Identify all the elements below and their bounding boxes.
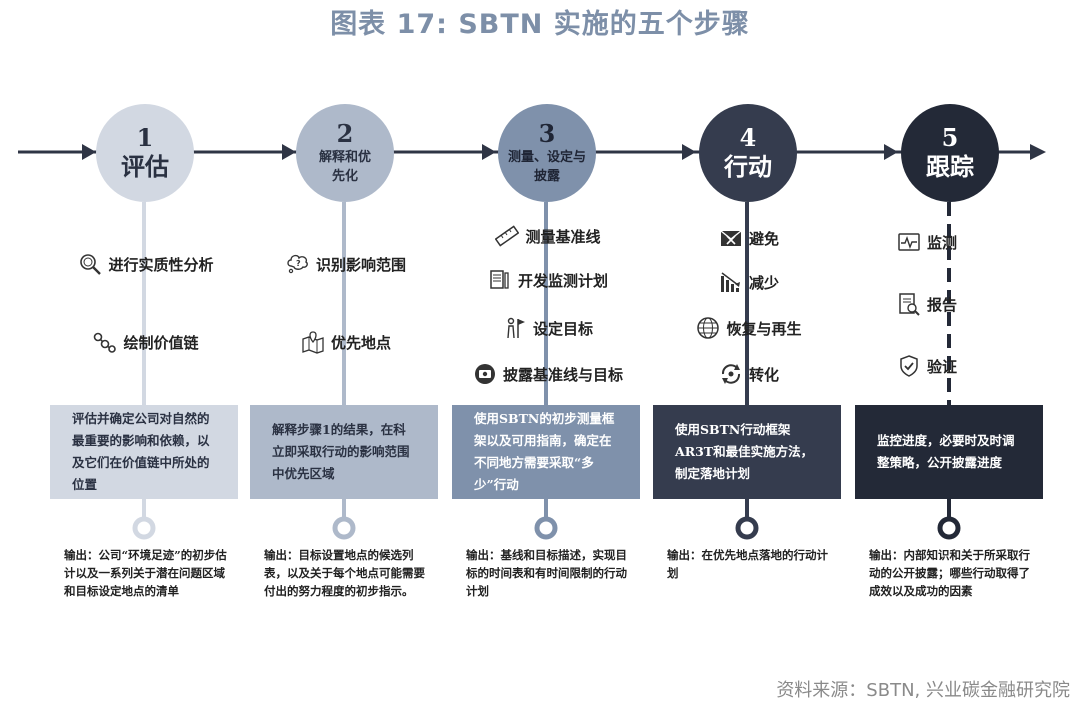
step-label: 测量、设定与披露 <box>507 150 586 184</box>
step-1: 1 评估 进行实质性分析 绘制价值链 评估并确定公司对自然的最重要的影响和依赖，… <box>46 0 246 712</box>
step-item: 进行实质性分析 <box>46 252 246 276</box>
step-item: 减少 <box>649 270 849 294</box>
output-label: 输出： <box>667 548 702 562</box>
avoid-mail-icon <box>720 230 742 246</box>
step-number: 3 <box>538 119 556 148</box>
page-title: 图表 17: SBTN 实施的五个步骤 <box>330 9 750 40</box>
step-item-label: 披露基准线与目标 <box>502 365 623 384</box>
step-item: 设定目标 <box>448 316 648 340</box>
verify-shield-icon <box>900 355 918 377</box>
output-text: 目标设置地点的候选列表，以及关于每个地点可能需要付出的努力程度的初步指示。 <box>264 548 425 598</box>
step-item: 绘制价值链 <box>46 330 246 354</box>
plan-document-icon <box>490 270 509 289</box>
step-description: 评估并确定公司对自然的最重要的影响和依赖，以及它们在价值链中所处的位置 <box>50 405 238 499</box>
step-item: 避免 <box>649 226 849 250</box>
step-number: 1 <box>136 123 154 152</box>
step-label: 评估 <box>121 152 169 181</box>
step-number: 2 <box>336 119 354 148</box>
step-item-label: 识别影响范围 <box>315 255 406 274</box>
step-item-label: 验证 <box>927 357 958 376</box>
output-text: 基线和目标描述，实现目标的时间表和有时间限制的行动计划 <box>466 548 627 598</box>
map-pin-icon <box>302 331 324 354</box>
output-label: 输出： <box>869 548 904 562</box>
step-output: 输出：内部知识和关于所采取行动的公开披露；哪些行动取得了成效以及成功的因素 <box>869 546 1039 600</box>
step-description: 使用SBTN的初步测量框架以及可用指南，确定在不同地方需要采取“多少”行动 <box>452 405 640 499</box>
value-chain-icon <box>94 332 117 353</box>
step-item-label: 优先地点 <box>330 333 391 352</box>
step-description: 使用SBTN行动框架AR3T和最佳实施方法，制定落地计划 <box>653 405 841 499</box>
step-item-label: 转化 <box>748 365 779 384</box>
step-item-label: 开发监测计划 <box>517 271 608 290</box>
globe-icon <box>697 317 720 339</box>
step-item: 测量基准线 <box>448 224 648 248</box>
ruler-icon <box>495 225 520 247</box>
transform-cycle-icon <box>721 364 740 384</box>
step-item-label: 报告 <box>927 295 958 314</box>
step-2: 2 解释和优先化 ? 识别影响范围 优先地点 解释步骤1的结果，在科立即采取行动… <box>246 0 446 712</box>
step-item-label: 避免 <box>748 229 779 248</box>
report-icon <box>899 293 920 316</box>
step-item: 验证 <box>851 354 1051 378</box>
step-item: ? 识别影响范围 <box>246 252 446 276</box>
output-text: 在优先地点落地的行动计划 <box>667 548 828 580</box>
step-item-label: 恢复与再生 <box>726 319 802 338</box>
step-item-label: 监测 <box>927 233 958 252</box>
step-output: 输出：在优先地点落地的行动计划 <box>667 546 837 582</box>
svg-text:?: ? <box>296 259 301 268</box>
step-item-label: 减少 <box>748 273 779 292</box>
step-4: 4 行动 避免 减少 恢复与再生 <box>649 0 849 712</box>
step-output: 输出：基线和目标描述，实现目标的时间表和有时间限制的行动计划 <box>466 546 636 600</box>
step-item: 转化 <box>649 362 849 386</box>
source-note: 资料来源：SBTN, 兴业碳金融研究院 <box>776 680 1070 701</box>
step-item: 开发监测计划 <box>448 268 648 292</box>
step-output: 输出：公司“环境足迹”的初步估计以及一系列关于潜在问题区域和目标设定地点的清单 <box>64 546 234 600</box>
step-item: 披露基准线与目标 <box>448 362 648 386</box>
step-item-label: 设定目标 <box>532 319 593 338</box>
step-3: 3 测量、设定与披露 测量基准线 开发监测计划 设定目标 <box>448 0 648 712</box>
step-description: 监控进度，必要时及时调整策略，公开披露进度 <box>855 405 1043 499</box>
step-circle: 3 测量、设定与披露 <box>498 104 596 202</box>
step-output: 输出：目标设置地点的候选列表，以及关于每个地点可能需要付出的努力程度的初步指示。 <box>264 546 434 600</box>
step-item-label: 测量基准线 <box>525 227 601 246</box>
step-item: 监测 <box>851 230 1051 254</box>
step-circle: 4 行动 <box>699 104 797 202</box>
output-label: 输出： <box>264 548 299 562</box>
magnifier-chart-icon <box>80 254 102 275</box>
step-circle: 5 跟踪 <box>901 104 999 202</box>
timeline-arrow-head <box>1030 144 1046 160</box>
step-circle: 2 解释和优先化 <box>296 104 394 202</box>
step-item: 报告 <box>851 292 1051 316</box>
step-5: 5 跟踪 监测 报告 验证 监控进度，必要时及时调整策略，公开披露进度 输出：内… <box>851 0 1051 712</box>
thought-bubble-icon: ? <box>287 254 308 274</box>
step-number: 5 <box>941 123 959 152</box>
step-number: 4 <box>739 123 757 152</box>
step-circle: 1 评估 <box>96 104 194 202</box>
disclosure-icon <box>474 364 495 384</box>
step-item-label: 绘制价值链 <box>123 333 199 352</box>
step-item-label: 进行实质性分析 <box>108 255 214 274</box>
output-text: 内部知识和关于所采取行动的公开披露；哪些行动取得了成效以及成功的因素 <box>869 548 1030 598</box>
step-item: 优先地点 <box>246 330 446 354</box>
decrease-chart-icon <box>720 272 740 292</box>
step-label: 解释和优先化 <box>318 150 371 184</box>
target-flag-icon <box>507 317 525 339</box>
output-label: 输出： <box>64 548 99 562</box>
step-label: 跟踪 <box>926 152 974 181</box>
output-label: 输出： <box>466 548 501 562</box>
monitor-pulse-icon <box>898 233 920 251</box>
step-item: 恢复与再生 <box>649 316 849 340</box>
step-label: 行动 <box>724 152 772 181</box>
output-text: 公司“环境足迹”的初步估计以及一系列关于潜在问题区域和目标设定地点的清单 <box>64 548 227 598</box>
step-description: 解释步骤1的结果，在科立即采取行动的影响范围中优先区域 <box>250 405 438 499</box>
